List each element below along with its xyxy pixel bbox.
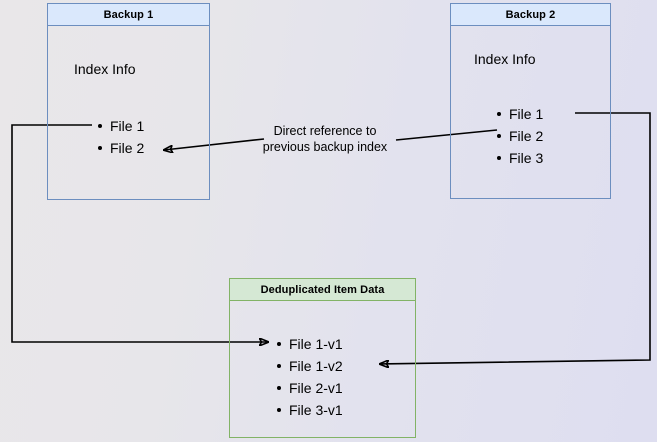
list-item: File 1-v1 [275, 333, 343, 355]
node-deduplicated-item-data-header: Deduplicated Item Data [230, 279, 415, 301]
node-backup-2-title: Backup 2 [505, 8, 556, 21]
backup-2-file-list: File 1 File 2 File 3 [495, 103, 543, 169]
node-deduplicated-item-data-title: Deduplicated Item Data [260, 283, 385, 296]
list-item: File 1 [96, 115, 144, 137]
list-item: File 1 [495, 103, 543, 125]
list-item: File 1-v2 [275, 355, 343, 377]
list-item: File 3-v1 [275, 399, 343, 421]
list-item: File 3 [495, 147, 543, 169]
list-item: File 2 [495, 125, 543, 147]
edge-label-direct-reference: Direct reference to previous backup inde… [262, 124, 388, 154]
node-backup-1[interactable]: Backup 1 [47, 3, 210, 200]
list-item: File 2 [96, 137, 144, 159]
node-backup-1-title: Backup 1 [103, 8, 154, 21]
node-deduplicated-item-data[interactable]: Deduplicated Item Data [229, 278, 416, 438]
node-backup-2-header: Backup 2 [451, 4, 610, 26]
backup-1-file-list: File 1 File 2 [96, 115, 144, 159]
backup-2-index-info-label: Index Info [474, 51, 536, 67]
backup-1-index-info-label: Index Info [74, 61, 136, 77]
deduplicated-file-list: File 1-v1 File 1-v2 File 2-v1 File 3-v1 [275, 333, 343, 421]
node-backup-2[interactable]: Backup 2 [450, 3, 611, 199]
list-item: File 2-v1 [275, 377, 343, 399]
node-backup-1-header: Backup 1 [48, 4, 209, 26]
